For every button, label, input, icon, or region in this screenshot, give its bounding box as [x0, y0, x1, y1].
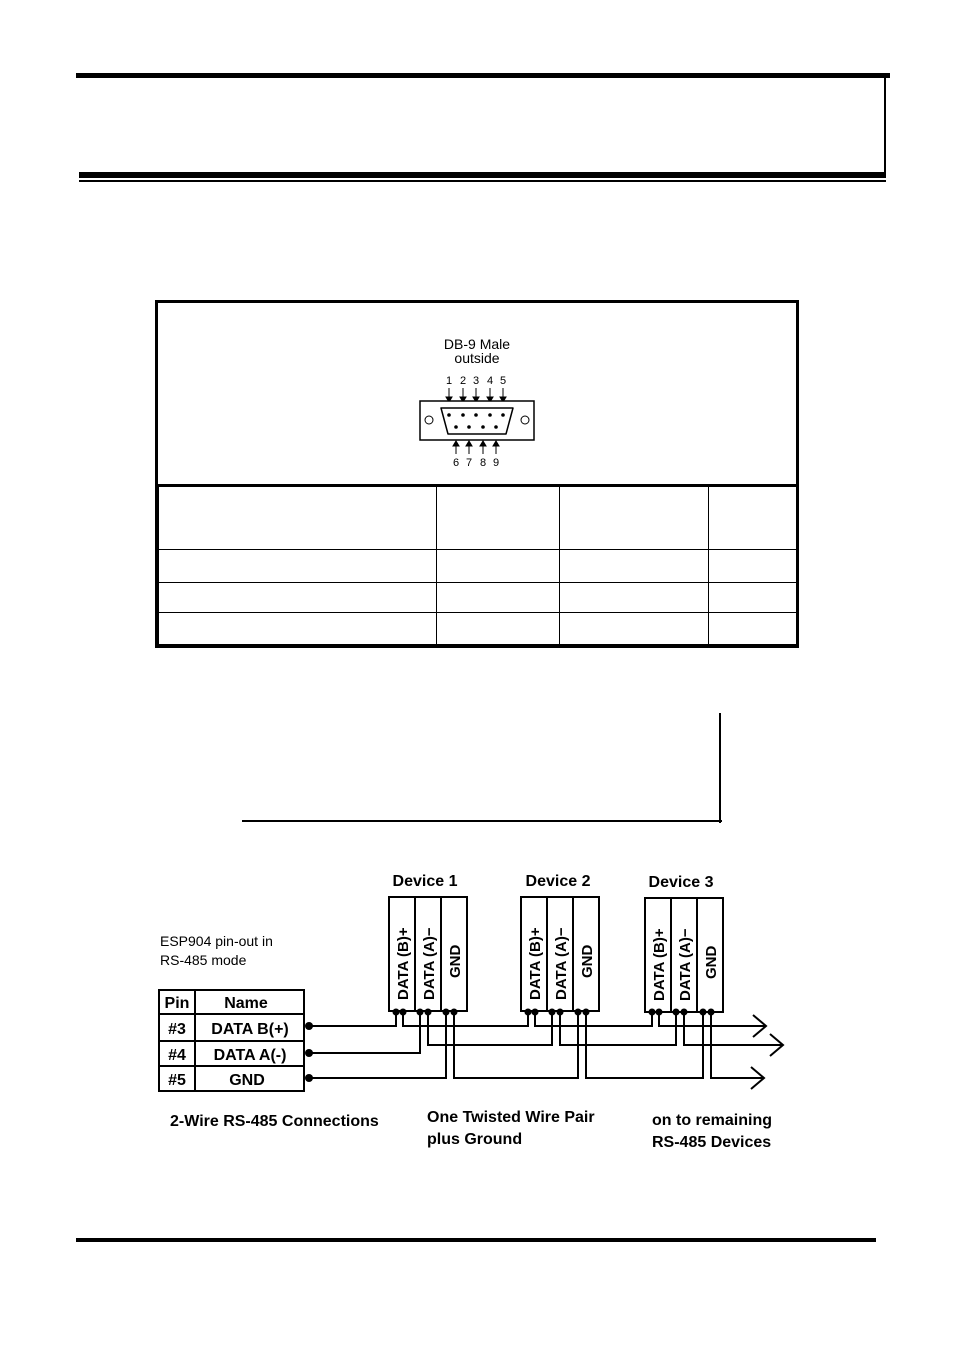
- device-3-label: Device 3: [649, 874, 714, 891]
- header-top-rule: [76, 73, 890, 78]
- terminal-label: GND: [579, 945, 596, 979]
- header-bottom-rule-thin: [79, 180, 886, 182]
- twisted-pair-caption: plus Ground: [427, 1131, 522, 1148]
- remaining-devices-caption: on to remaining: [652, 1112, 772, 1129]
- connections-caption: 2-Wire RS-485 Connections: [170, 1113, 379, 1130]
- table-header-row: [158, 483, 797, 551]
- pin-cell: #5: [168, 1072, 186, 1089]
- pin-number: 3: [473, 375, 479, 387]
- pin-number: 1: [446, 375, 452, 387]
- pinout-caption-line: RS-485 mode: [160, 952, 247, 968]
- pin-cell: #4: [168, 1047, 186, 1064]
- pin-table-header: Pin: [165, 995, 190, 1012]
- pin-number: 7: [466, 457, 472, 469]
- pinout-figure-box: [155, 300, 799, 648]
- pin-number: 9: [493, 457, 499, 469]
- remaining-devices-caption: RS-485 Devices: [652, 1134, 771, 1151]
- pin-table-header: Name: [224, 995, 268, 1012]
- terminal-label: DATA (B)+: [395, 927, 412, 1000]
- terminal-label: DATA (A)−: [421, 927, 438, 1000]
- pin-number: 4: [487, 375, 493, 387]
- device-1-label: Device 1: [393, 873, 458, 890]
- name-cell: GND: [229, 1072, 265, 1089]
- db9-connector-drawing: 1 2 3 4 5 6 7 8 9: [419, 375, 535, 469]
- connector-title: DB-9 Male: [443, 336, 511, 352]
- table-row: [158, 549, 797, 583]
- header-right-rule: [884, 78, 886, 175]
- pin-cell: #3: [168, 1021, 186, 1038]
- pinout-table: [158, 483, 797, 646]
- terminal-label: DATA (B)+: [527, 927, 544, 1000]
- name-cell: DATA B(+): [211, 1021, 288, 1038]
- header-bottom-rule: [79, 172, 886, 178]
- table-row: [158, 581, 797, 613]
- footer-rule: [76, 1238, 876, 1242]
- name-cell: DATA A(-): [214, 1047, 287, 1064]
- pinout-caption-line: ESP904 pin-out in: [160, 933, 273, 949]
- pin-number: 6: [453, 457, 459, 469]
- terminal-label: DATA (A)−: [553, 927, 570, 1000]
- terminal-label: GND: [447, 945, 464, 979]
- terminal-label: DATA (B)+: [651, 928, 668, 1001]
- table-row: [158, 611, 797, 646]
- device-2-label: Device 2: [526, 873, 591, 890]
- terminal-label: DATA (A)−: [677, 928, 694, 1001]
- section-frame-bottom: [242, 820, 722, 822]
- rs485-wiring-diagram: ESP904 pin-out in RS-485 mode Pin Name #…: [158, 873, 785, 1151]
- connector-subtitle: outside: [454, 350, 500, 366]
- section-frame-right: [719, 713, 721, 823]
- pin-number: 5: [500, 375, 506, 387]
- pin-number: 2: [460, 375, 466, 387]
- terminal-label: GND: [703, 946, 720, 980]
- twisted-pair-caption: One Twisted Wire Pair: [427, 1109, 595, 1126]
- pin-number: 8: [480, 457, 486, 469]
